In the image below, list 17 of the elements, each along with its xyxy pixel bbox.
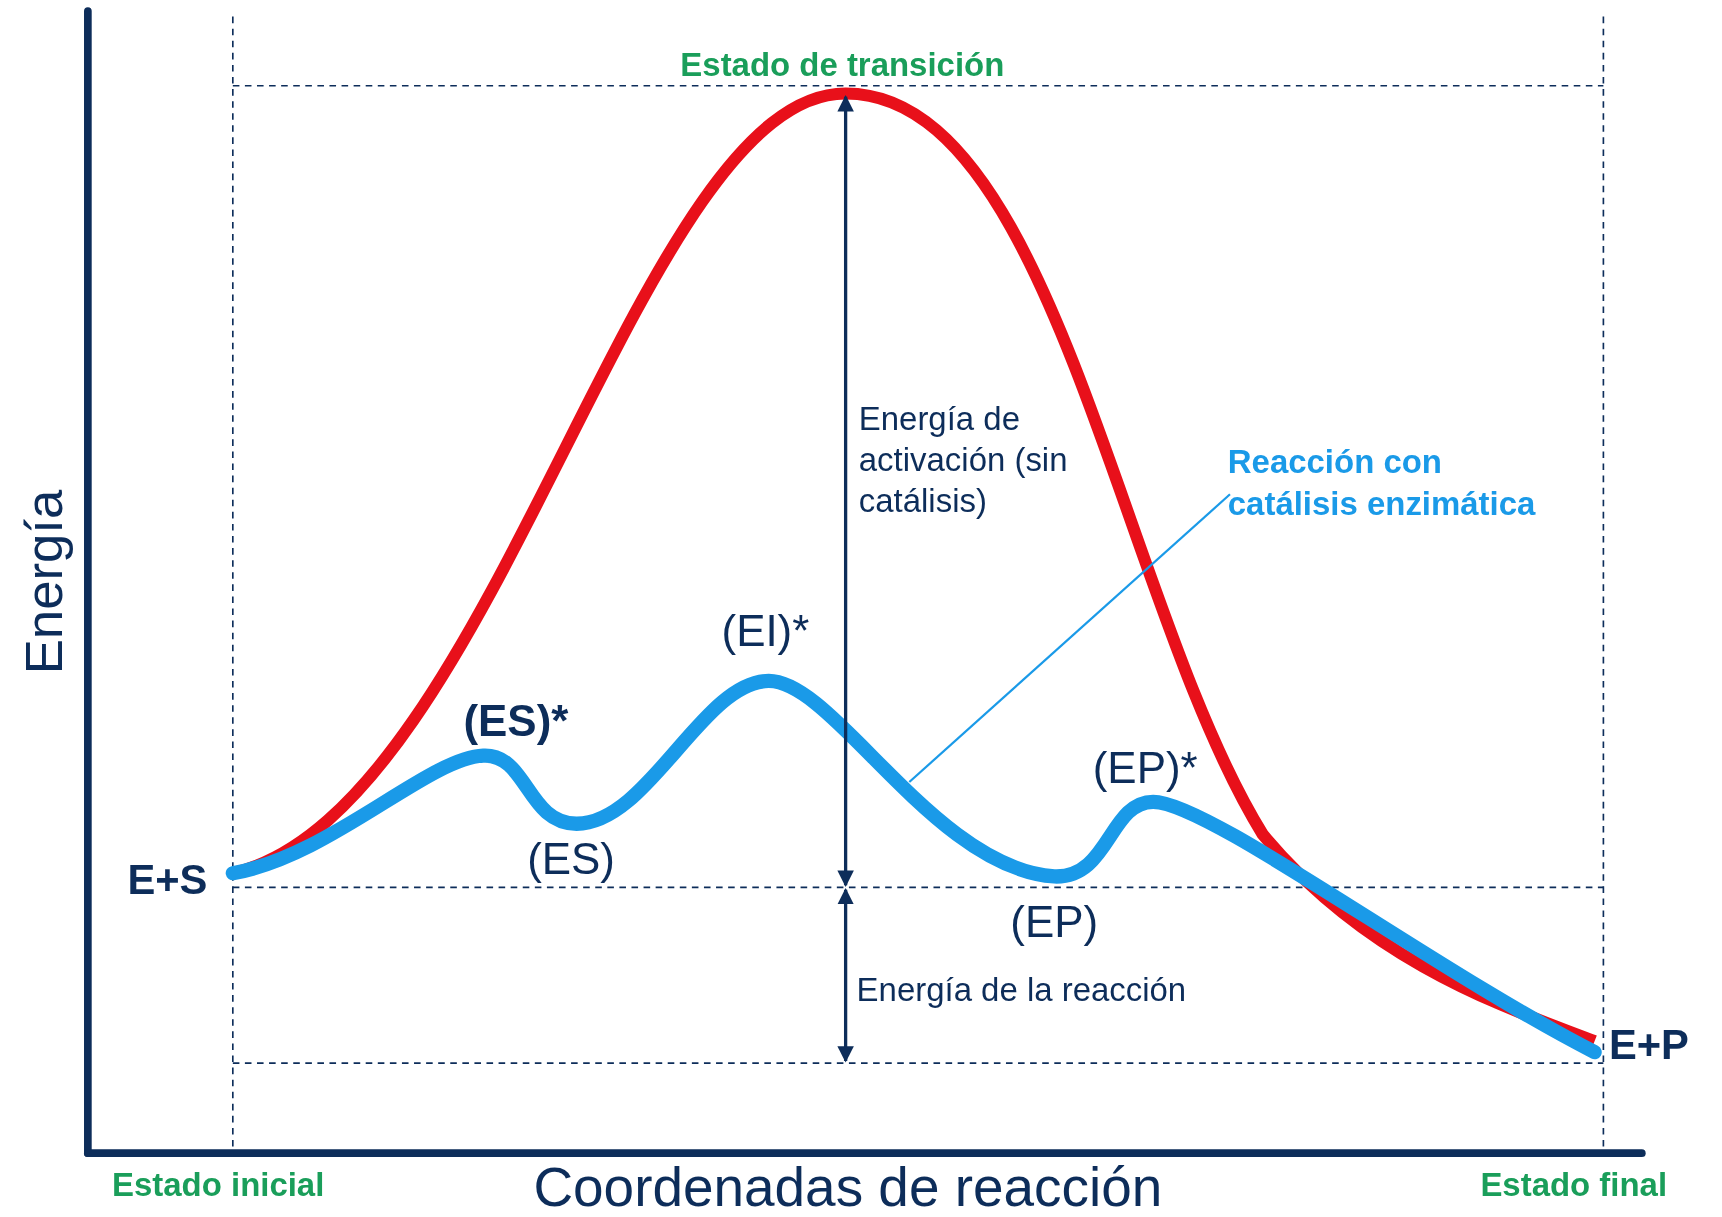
state-label: Estado inicial — [112, 1165, 325, 1206]
energy-label: Energía de la reacción — [856, 969, 1187, 1010]
intermediate-label: (ES)* — [463, 695, 569, 748]
intermediate-label: (EP) — [1010, 896, 1099, 949]
state-label: Estado de transición — [680, 44, 1005, 85]
axis-title: Energía — [13, 489, 74, 675]
state-label: Estado final — [1480, 1165, 1668, 1206]
intermediate-label: (ES) — [527, 833, 615, 886]
species-label: E+S — [127, 855, 208, 906]
intermediate-label: (EP)* — [1092, 742, 1198, 795]
curve-label: Reacción con catálisis enzimática — [1227, 441, 1558, 524]
energy-label: Energía de activación (sin catálisis) — [858, 398, 1069, 521]
energy-curve — [225, 673, 1602, 1060]
species-label: E+P — [1608, 1020, 1689, 1071]
leader-line — [908, 493, 1231, 783]
axis-title: Coordenadas de reacción — [533, 1155, 1163, 1217]
intermediate-label: (EI)* — [721, 605, 810, 657]
